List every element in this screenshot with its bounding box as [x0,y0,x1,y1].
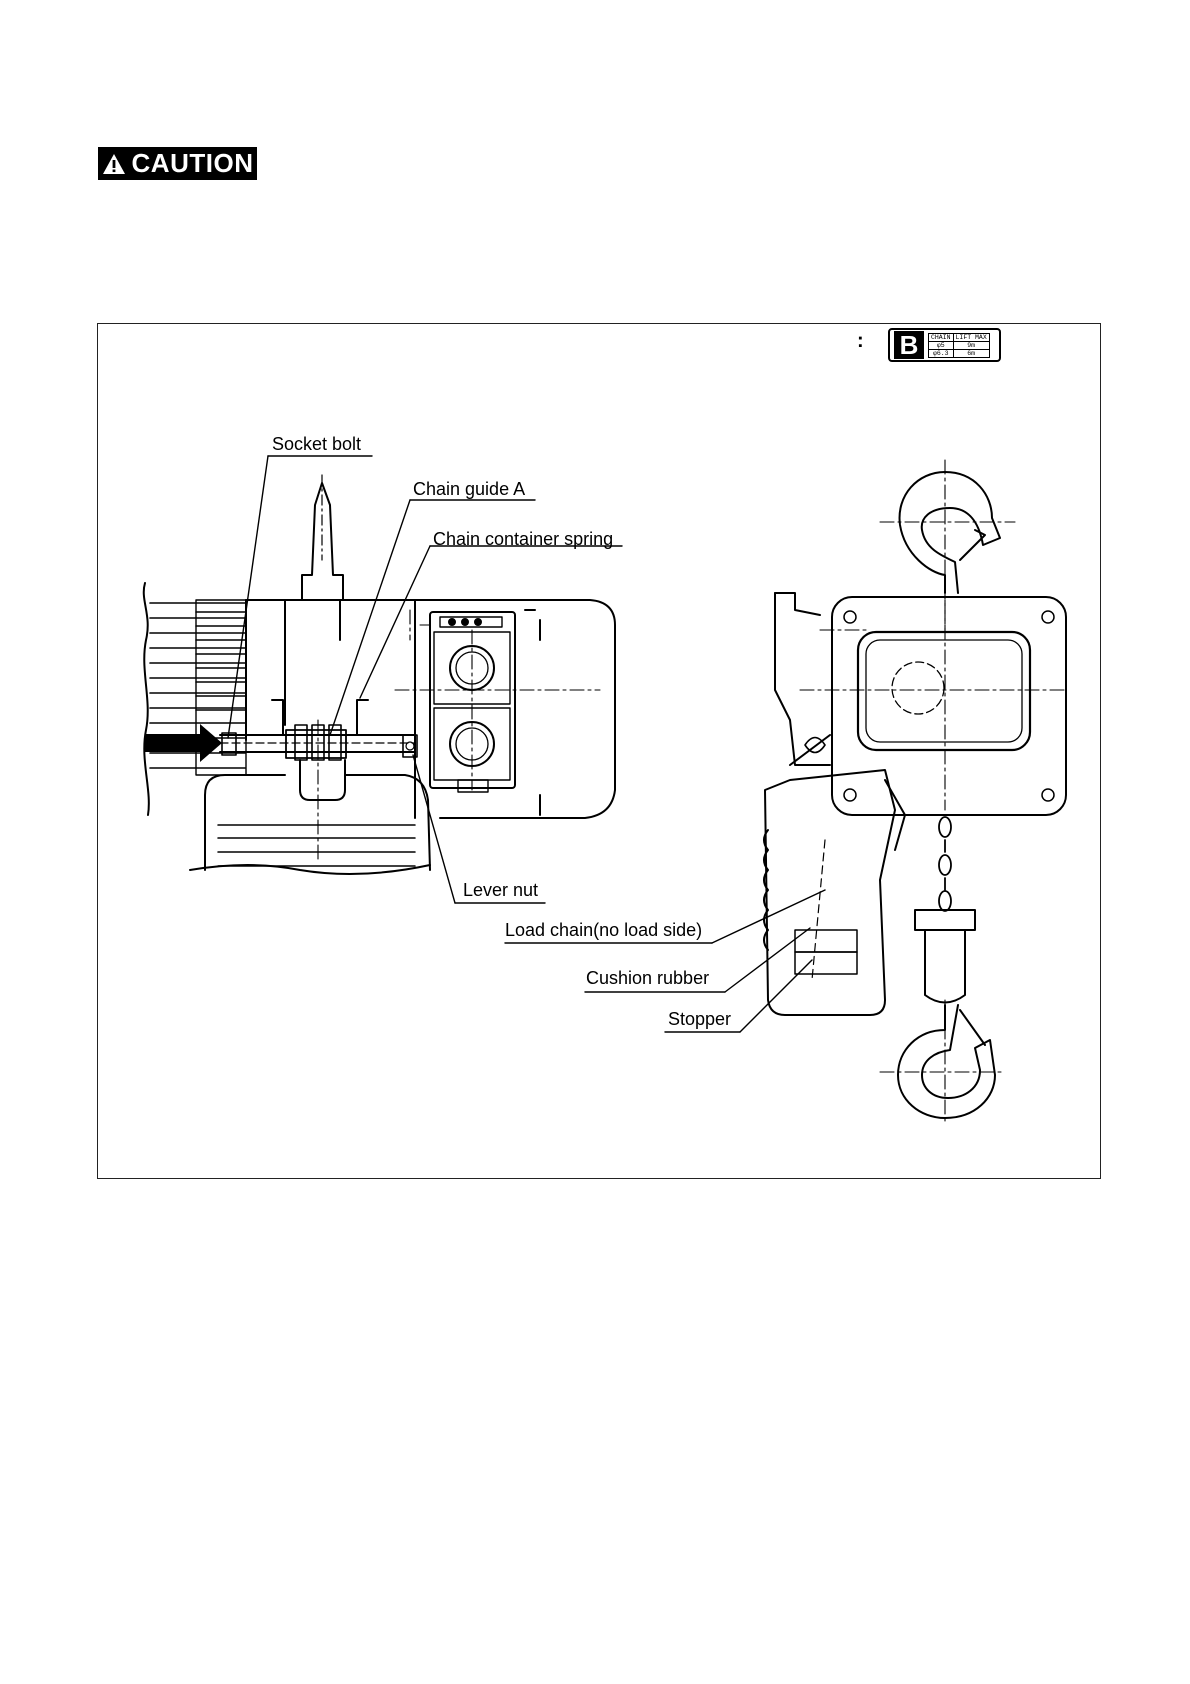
label-chain-container-spring: Chain container spring [433,529,613,549]
label-stopper: Stopper [668,1009,731,1029]
label-load-chain: Load chain(no load side) [505,920,702,940]
right-front-view [764,460,1066,1125]
label-socket-bolt: Socket bolt [272,434,361,454]
leader-lines-left [228,456,622,903]
label-lever-nut: Lever nut [463,880,538,900]
label-chain-guide-a: Chain guide A [413,479,525,499]
leader-lines-right [505,890,825,1032]
insert-arrow [145,724,222,762]
label-cushion-rubber: Cushion rubber [586,968,709,988]
